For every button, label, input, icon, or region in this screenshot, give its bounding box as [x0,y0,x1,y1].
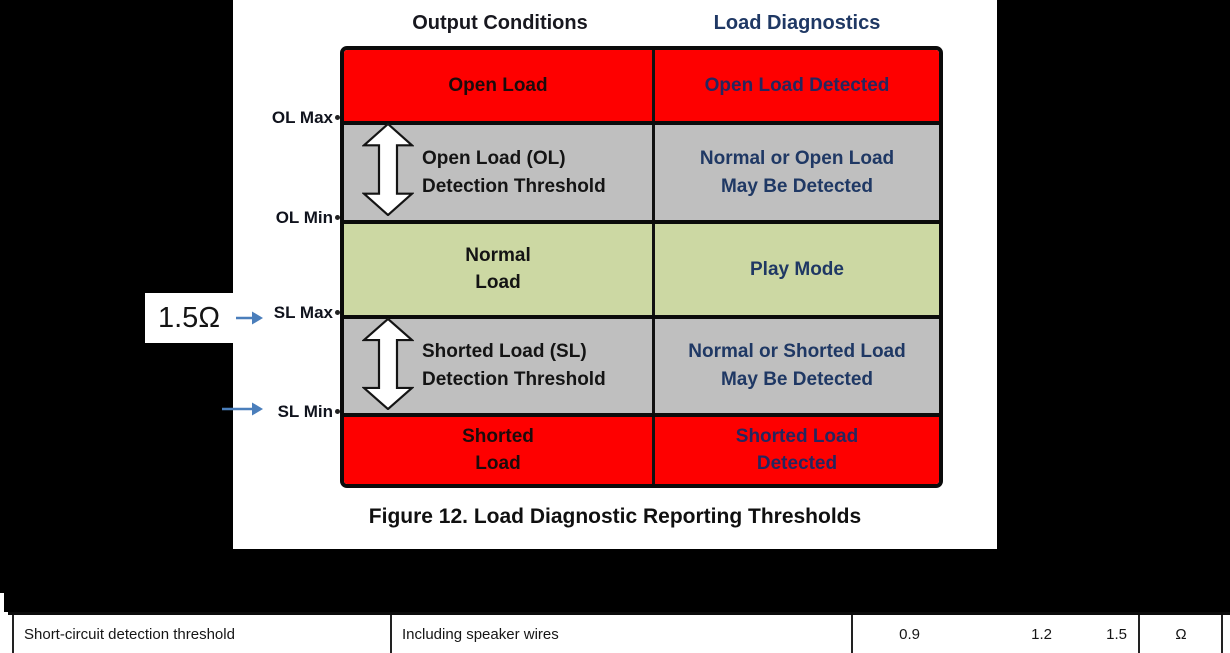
spec-parameter: Short-circuit detection threshold [24,626,235,643]
row-shorted-load: Shorted Load Shorted Load Detected [344,412,939,484]
cell-ol-threshold-output: Open Load (OL) Detection Threshold [422,148,606,197]
table-border [1221,615,1223,653]
row-sl-threshold: Shorted Load (SL) Detection Threshold No… [344,314,939,413]
column-header-load-diagnostics: Load Diagnostics [713,12,881,34]
spec-value-min: 0.9 [899,626,920,643]
table-border [12,615,14,653]
threshold-label-sl-max: SL Max [273,303,333,322]
threshold-label-ol-max: OL Max [271,108,333,127]
table-border [8,612,1230,615]
spec-table-row: Short-circuit detection threshold Includ… [0,612,1230,653]
spec-value-max: 1.5 [1106,626,1127,643]
threshold-label-sl-min: SL Min [277,402,333,421]
threshold-label-ol-min: OL Min [275,208,333,227]
cell-open-load-diag: Open Load Detected [652,50,939,122]
tick-mark [335,409,340,414]
cell-open-load-output: Open Load [448,74,548,96]
cell-normal-load-output: Normal Load [465,244,531,294]
cell-normal-load-diag: Play Mode [652,224,939,315]
tick-mark [335,215,340,220]
spec-unit: Ω [1175,626,1187,643]
row-normal-load: Normal Load Play Mode [344,220,939,315]
ol-range-double-arrow-icon [362,123,414,216]
table-border [851,615,853,653]
row-ol-threshold: Open Load (OL) Detection Threshold Norma… [344,121,939,221]
spec-condition: Including speaker wires [402,626,559,643]
tick-mark [335,310,340,315]
cell-ol-threshold-diag: Normal or Open Load May Be Detected [652,125,939,221]
resistance-value: 1.5Ω [158,301,220,334]
figure-caption: Figure 12. Load Diagnostic Reporting Thr… [368,505,862,528]
cell-shorted-load-diag: Shorted Load Detected [652,416,939,484]
tick-mark [335,115,340,120]
resistance-annotation: 1.5Ω [145,293,233,343]
sl-range-double-arrow-icon [362,318,414,410]
column-header-output-conditions: Output Conditions [412,12,588,34]
row-open-load: Open Load Open Load Detected [344,50,939,122]
figure-panel: Output Conditions Load Diagnostics Open … [233,0,997,549]
table-border [1138,615,1140,653]
cell-sl-threshold-diag: Normal or Shorted Load May Be Detected [652,318,939,413]
load-diagnostic-table: Open Load Open Load Detected Open Load (… [340,46,943,488]
spec-value-typ: 1.2 [1031,626,1052,643]
cell-shorted-load-output: Shorted Load [462,425,534,475]
table-border [390,615,392,653]
cell-sl-threshold-output: Shorted Load (SL) Detection Threshold [422,341,606,390]
